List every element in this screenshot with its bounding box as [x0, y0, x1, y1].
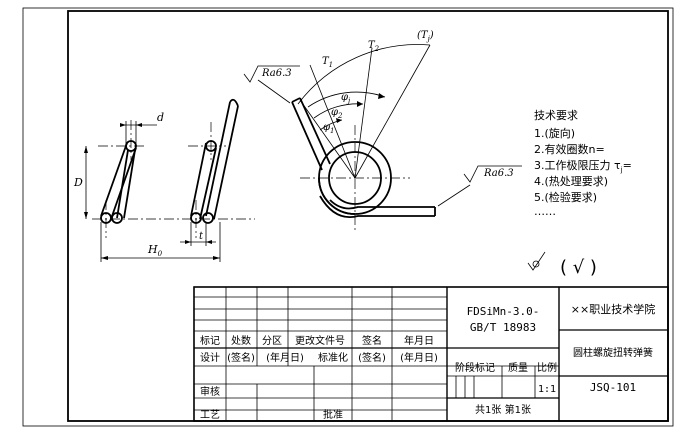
svg-text:阶段标记: 阶段标记 — [455, 361, 495, 374]
dim-pitch-t: t — [199, 231, 204, 242]
svg-text:标记: 标记 — [200, 335, 220, 347]
svg-text:签名: 签名 — [362, 334, 382, 347]
dim-free-height: H0 — [147, 243, 163, 258]
label-phi2: φ2 — [331, 107, 343, 120]
label-phij: φj — [341, 92, 351, 105]
svg-text:标准化: 标准化 — [318, 351, 348, 364]
scale-value: 1:1 — [538, 384, 556, 395]
svg-text:质量: 质量 — [508, 362, 528, 374]
svg-text:处数: 处数 — [231, 334, 251, 347]
svg-text:分区: 分区 — [262, 335, 282, 347]
front-view: T1 T2 (Tj) φj φ2 φ1 — [291, 30, 436, 232]
svg-text:更改文件号: 更改文件号 — [295, 334, 345, 347]
wire-section-top-1 — [125, 140, 137, 152]
svg-text:(签名): (签名) — [358, 351, 386, 364]
material-line-1: FDSiMn-3.0- — [467, 305, 540, 318]
svg-text:(签名): (签名) — [227, 351, 255, 364]
svg-text:(年月日): (年月日) — [400, 351, 438, 364]
requirement-4: 4.(热处理要求) — [534, 175, 608, 188]
material-line-2: GB/T 18983 — [470, 321, 536, 334]
svg-text:(年月日): (年月日) — [266, 351, 304, 364]
label-Tj: (Tj) — [417, 30, 434, 43]
requirement-5: 5.(检验要求) — [534, 190, 597, 204]
label-T1: T1 — [322, 56, 333, 69]
part-name: 圆柱螺旋扭转弹簧 — [573, 346, 653, 359]
svg-text:设计: 设计 — [200, 351, 220, 364]
requirement-2: 2.有效圈数n= — [534, 142, 605, 156]
svg-text:比例: 比例 — [537, 361, 557, 374]
wire-section-bottom-2 — [190, 212, 202, 224]
requirement-1: 1.(旋向) — [534, 126, 575, 140]
svg-text:( √ ): ( √ ) — [560, 257, 597, 278]
roughness-symbol-2: Ra6.3 — [437, 165, 522, 207]
technical-requirements: 技术要求 1.(旋向) 2.有效圈数n= 3.工作极限压力 τj= 4.(热处理… — [534, 109, 632, 218]
side-view: d D H0 t — [73, 98, 255, 262]
svg-text:Ra6.3: Ra6.3 — [483, 168, 514, 179]
svg-text:工艺: 工艺 — [200, 409, 220, 421]
drawing-number: JSQ-101 — [590, 381, 636, 394]
svg-text:Ra6.3: Ra6.3 — [261, 68, 292, 79]
dim-coil-D: D — [73, 176, 83, 189]
wire-section-bottom-1 — [100, 212, 112, 224]
label-phi1: φ1 — [323, 122, 334, 135]
wire-section-top-2 — [205, 140, 217, 152]
svg-text:审核: 审核 — [200, 385, 220, 398]
company-name: ××职业技术学院 — [571, 302, 655, 316]
requirements-title: 技术要求 — [534, 109, 578, 122]
dim-wire-d: d — [157, 111, 164, 124]
sheet-count: 共1张 第1张 — [475, 403, 531, 416]
requirement-more: …… — [534, 205, 556, 218]
label-T2: T2 — [368, 40, 380, 53]
requirement-3: 3.工作极限压力 τj= — [534, 158, 632, 174]
svg-text:年月日: 年月日 — [404, 334, 434, 347]
roughness-symbol-1: Ra6.3 — [243, 65, 300, 104]
svg-text:批准: 批准 — [323, 408, 343, 421]
general-roughness: ( √ ) — [527, 251, 597, 278]
outer-frame — [22, 7, 674, 427]
title-block: FDSiMn-3.0- GB/T 18983 ××职业技术学院 圆柱螺旋扭转弹簧… — [193, 286, 669, 422]
